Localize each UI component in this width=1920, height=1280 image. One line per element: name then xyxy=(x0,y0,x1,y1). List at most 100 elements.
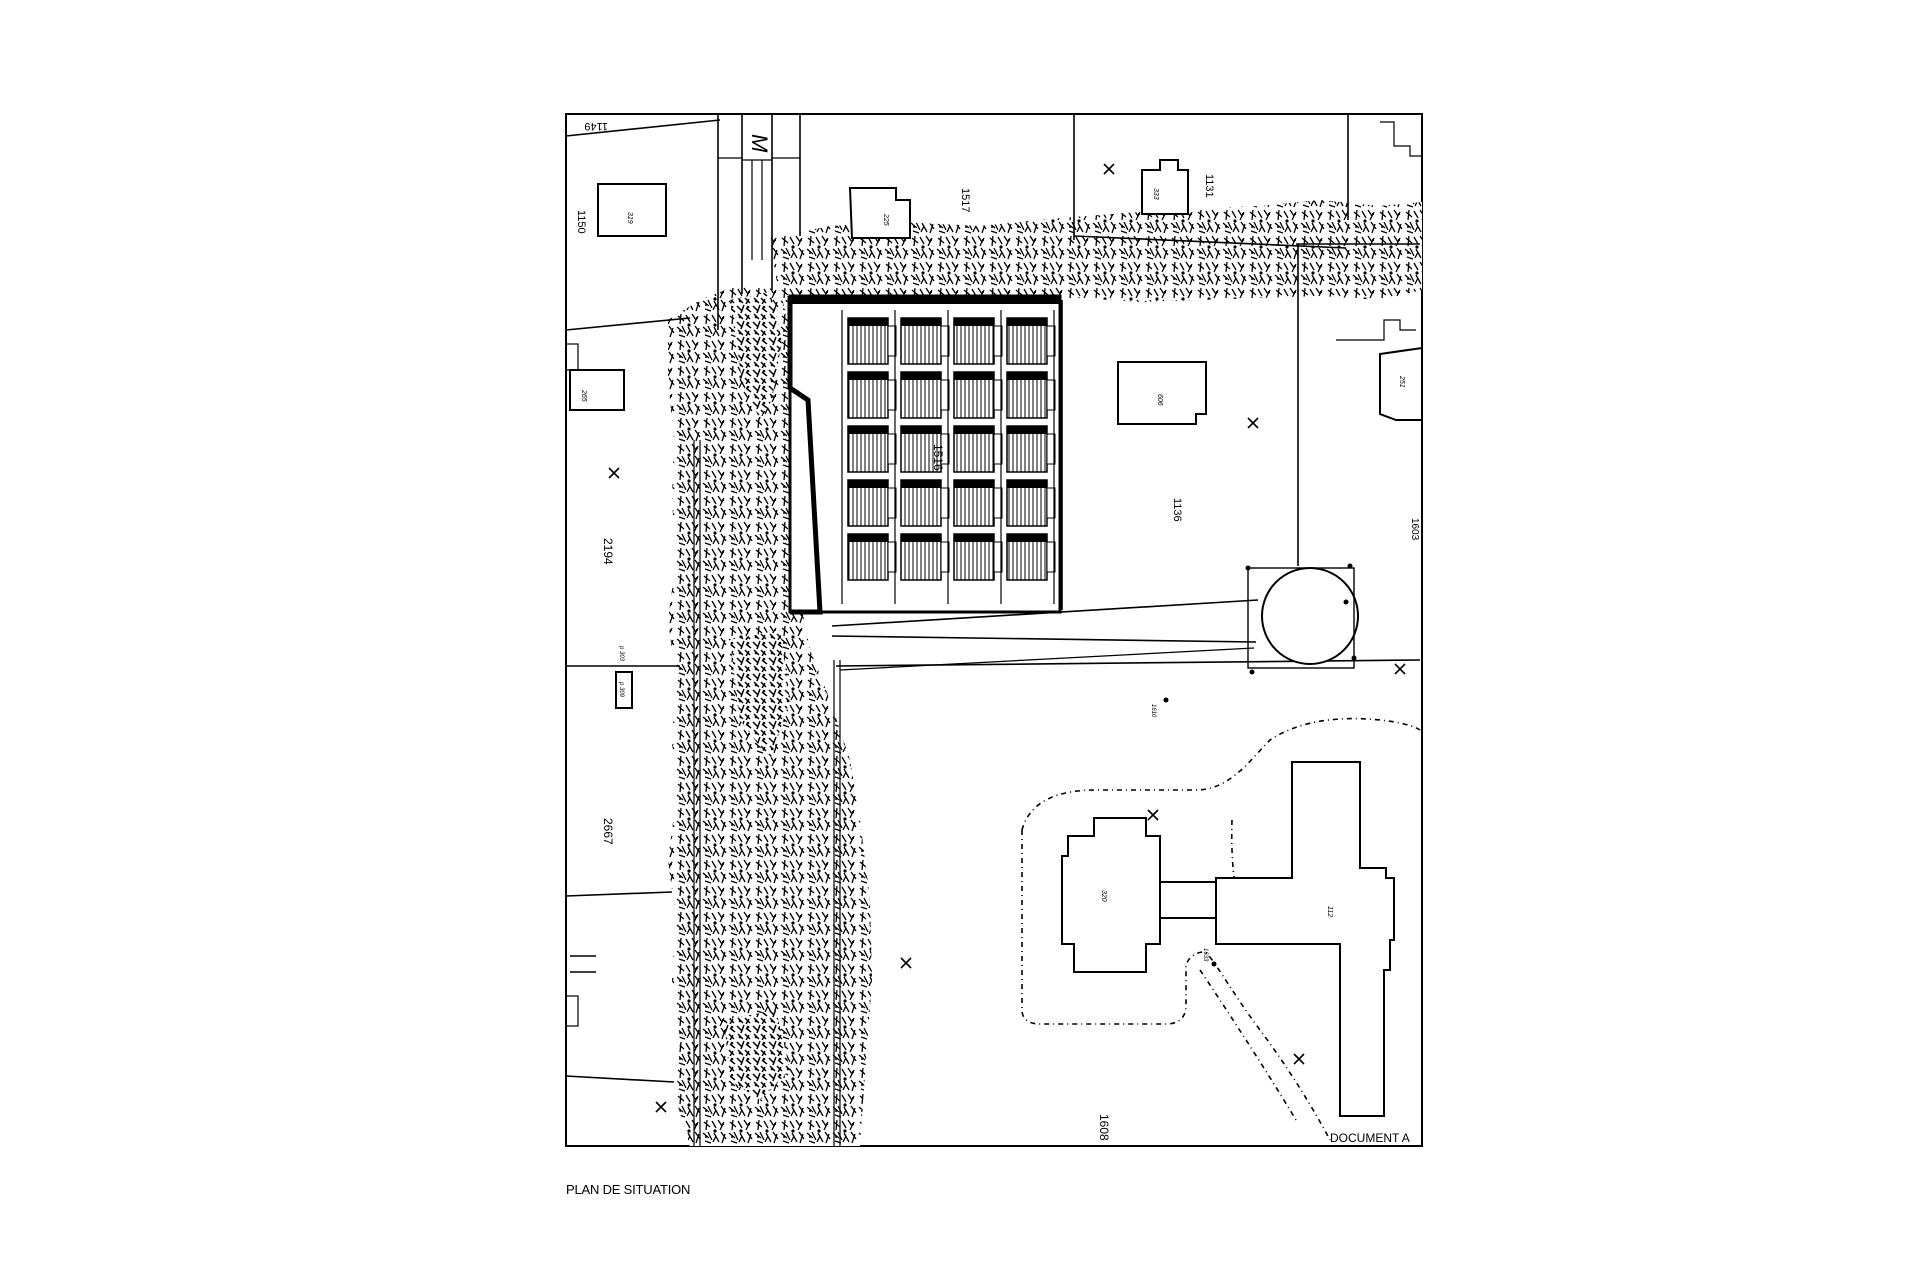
housing-unit-roof-edge xyxy=(901,480,941,488)
dense-tree-cluster xyxy=(724,1010,790,1100)
housing-unit-roof-edge xyxy=(954,426,994,434)
housing-unit-terrace xyxy=(993,541,1003,573)
survey-mark xyxy=(1163,697,1169,703)
housing-unit-roof-edge xyxy=(901,534,941,542)
housing-unit-terrace xyxy=(993,487,1003,519)
building-number: 320 xyxy=(1100,890,1107,902)
parcel-number-1608: 1608 xyxy=(1097,1114,1111,1141)
building-outline-ne xyxy=(1380,121,1422,157)
building-number: 112 xyxy=(1326,906,1333,917)
survey-point-number: 1633 xyxy=(1202,948,1208,962)
housing-unit-terrace xyxy=(887,379,897,411)
building-number: p 303 xyxy=(618,645,624,662)
building-number: 225 xyxy=(882,213,889,226)
dense-tree-cluster xyxy=(730,630,790,760)
building-number: 265 xyxy=(580,389,587,402)
housing-unit-terrace xyxy=(1046,487,1056,519)
housing-unit-roof-edge xyxy=(954,534,994,542)
housing-unit-terrace xyxy=(940,325,950,357)
parcel-boundary xyxy=(565,1075,675,1083)
parcel-number-1131: 1131 xyxy=(1203,174,1215,198)
survey-mark xyxy=(1245,565,1251,571)
parcel-boundary xyxy=(1073,235,1347,249)
housing-unit-roof-edge xyxy=(901,426,941,434)
housing-unit-terrace xyxy=(887,433,897,465)
building-225 xyxy=(848,187,911,239)
housing-unit-roof-edge xyxy=(848,318,888,326)
plan-caption: PLAN DE SITUATION xyxy=(566,1182,691,1197)
building-number: 333 xyxy=(1152,188,1159,200)
survey-mark xyxy=(1351,655,1357,661)
connector-corridor xyxy=(1159,881,1217,919)
parcel-boundary xyxy=(565,119,721,137)
housing-unit-terrace xyxy=(1046,541,1056,573)
dense-tree-cluster xyxy=(730,292,782,420)
housing-unit-roof-edge xyxy=(954,372,994,380)
parcel-number-2194: 2194 xyxy=(601,538,615,565)
building-251 xyxy=(1379,346,1423,421)
survey-point-number: 1610 xyxy=(1150,704,1156,718)
reference-crosses xyxy=(608,163,1406,1113)
housing-unit-terrace xyxy=(940,541,950,573)
survey-mark xyxy=(1347,563,1353,569)
housing-unit-terrace xyxy=(940,433,950,465)
housing-unit-terrace xyxy=(993,325,1003,357)
housing-unit-terrace xyxy=(1046,325,1056,357)
housing-unit-roof-edge xyxy=(1007,426,1047,434)
north-hedge-vegetation xyxy=(770,200,1422,302)
housing-unit-terrace xyxy=(887,541,897,573)
building-265 xyxy=(569,369,625,411)
housing-unit-roof-edge xyxy=(848,534,888,542)
parcel-number-2667: 2667 xyxy=(601,818,615,845)
survey-mark xyxy=(1211,961,1217,967)
housing-unit-terrace xyxy=(940,487,950,519)
building-319 xyxy=(597,183,667,237)
housing-unit-terrace xyxy=(940,379,950,411)
garden-path-dashed xyxy=(1199,969,1297,1121)
parcel-number-1136: 1136 xyxy=(1171,498,1183,522)
building-number: 319 xyxy=(626,212,633,224)
housing-unit-roof-edge xyxy=(901,318,941,326)
housing-unit-roof-edge xyxy=(1007,480,1047,488)
building-number: 251 xyxy=(1398,375,1405,388)
housing-unit-terrace xyxy=(887,325,897,357)
building-112 xyxy=(1215,761,1395,1117)
housing-unit-roof-edge xyxy=(848,426,888,434)
parcel-number-1149: 1149 xyxy=(584,120,608,132)
building-320 xyxy=(1061,817,1161,973)
housing-block-wall xyxy=(787,296,823,615)
housing-unit-terrace xyxy=(993,433,1003,465)
building-333 xyxy=(1141,159,1189,215)
parcel-boundary xyxy=(565,891,673,897)
building-number: 606 xyxy=(1156,394,1163,406)
north-mark: M xyxy=(747,134,772,153)
housing-unit-roof-edge xyxy=(1007,534,1047,542)
housing-unit-terrace xyxy=(993,379,1003,411)
parcel-number-1150: 1150 xyxy=(575,210,587,234)
driveway-edge xyxy=(831,599,1259,627)
turnaround-circle xyxy=(1261,567,1359,665)
small-structure xyxy=(565,995,579,1027)
housing-unit-roof-edge xyxy=(1007,372,1047,380)
housing-units-grid xyxy=(841,310,1056,604)
housing-unit-roof-edge xyxy=(901,372,941,380)
parcel-number-1517: 1517 xyxy=(959,188,971,212)
housing-block-wall xyxy=(790,296,1060,304)
building-p303 xyxy=(615,671,633,709)
building-outline-ne xyxy=(1336,319,1416,341)
housing-unit-roof-edge xyxy=(1007,318,1047,326)
housing-unit-terrace xyxy=(1046,379,1056,411)
survey-mark xyxy=(1249,669,1255,675)
parcel-boundary xyxy=(565,317,691,331)
turnaround-frame xyxy=(1247,567,1355,669)
housing-unit-roof-edge xyxy=(954,318,994,326)
building-number: p 309 xyxy=(618,681,624,698)
garden-path-dashed xyxy=(1021,830,1331,1141)
garden-path-dashed xyxy=(1021,717,1421,831)
survey-mark xyxy=(1343,599,1349,605)
parcel-number-1516: 1516 xyxy=(931,444,945,471)
document-label: DOCUMENT A xyxy=(1330,1131,1410,1145)
driveway-edge xyxy=(839,647,1255,671)
driveway-edge xyxy=(831,635,1257,643)
